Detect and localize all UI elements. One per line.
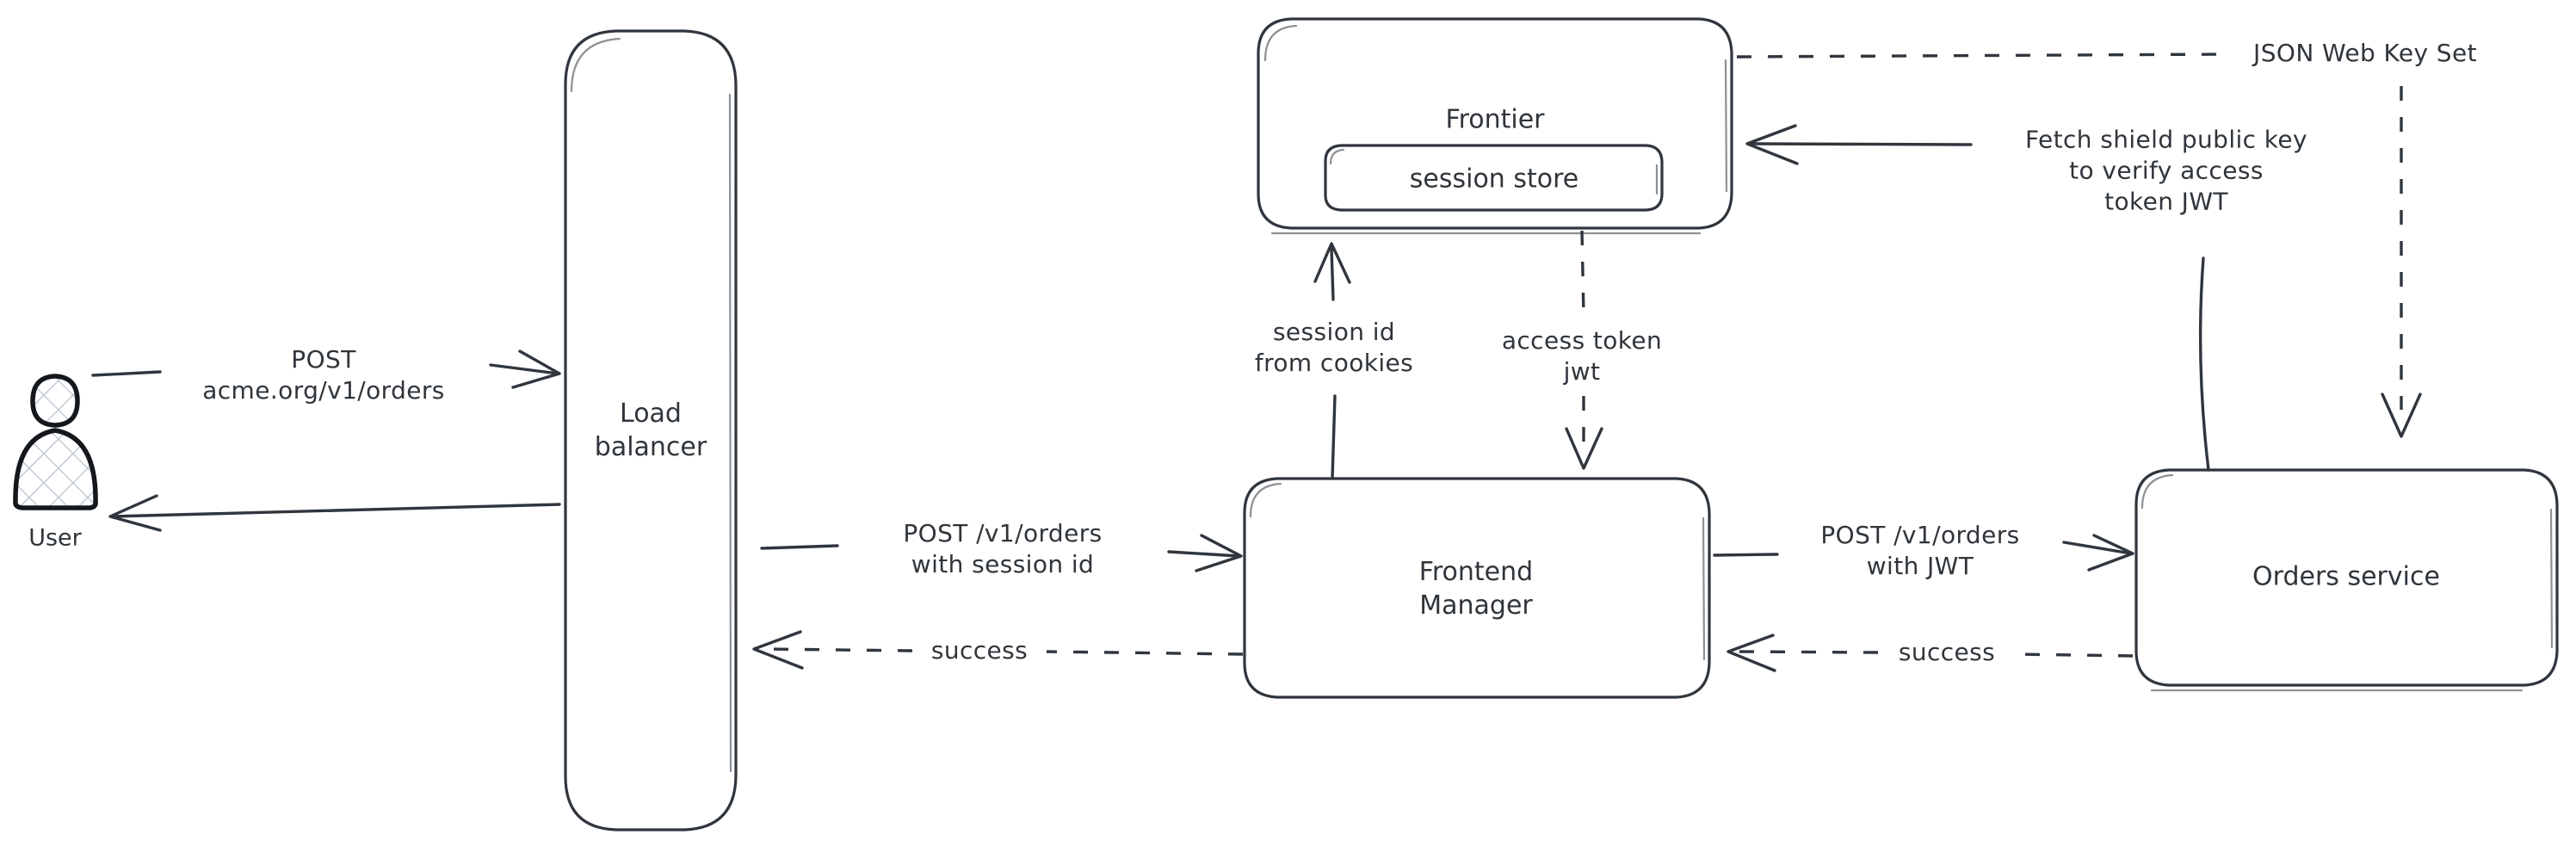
frontend-manager-label: Frontend Manager [1418,557,1534,621]
edge-user-to-load-balancer [91,349,561,389]
edge-frontend-manager-to-load-balancer-success [752,630,1244,670]
edge-frontier-to-frontend-manager [1565,230,1603,470]
edge-orders-service-to-frontier-fetch [1745,124,2210,472]
edge-load-balancer-to-frontend-manager [760,534,1243,572]
edge-load-balancer-to-user [108,494,561,532]
user-icon [13,374,98,510]
frontier-label: Frontier [1445,104,1545,135]
edge-frontier-to-orders-service-jwks [1736,53,2422,438]
orders-service-label: Orders service [2252,561,2440,592]
load-balancer-label: Load balancer [594,399,707,462]
orders-service-node[interactable] [2134,468,2559,692]
user-label: User [28,524,82,552]
edge-orders-service-to-frontend-manager-success [1727,634,2134,672]
edge-frontend-manager-to-frontier [1313,242,1351,480]
frontend-manager-node[interactable] [1243,477,1711,699]
session-store-label: session store [1409,164,1579,195]
edge-frontend-manager-to-orders-service [1713,534,2134,572]
session-store-node[interactable] [1324,144,1664,212]
load-balancer-node[interactable] [564,29,738,832]
